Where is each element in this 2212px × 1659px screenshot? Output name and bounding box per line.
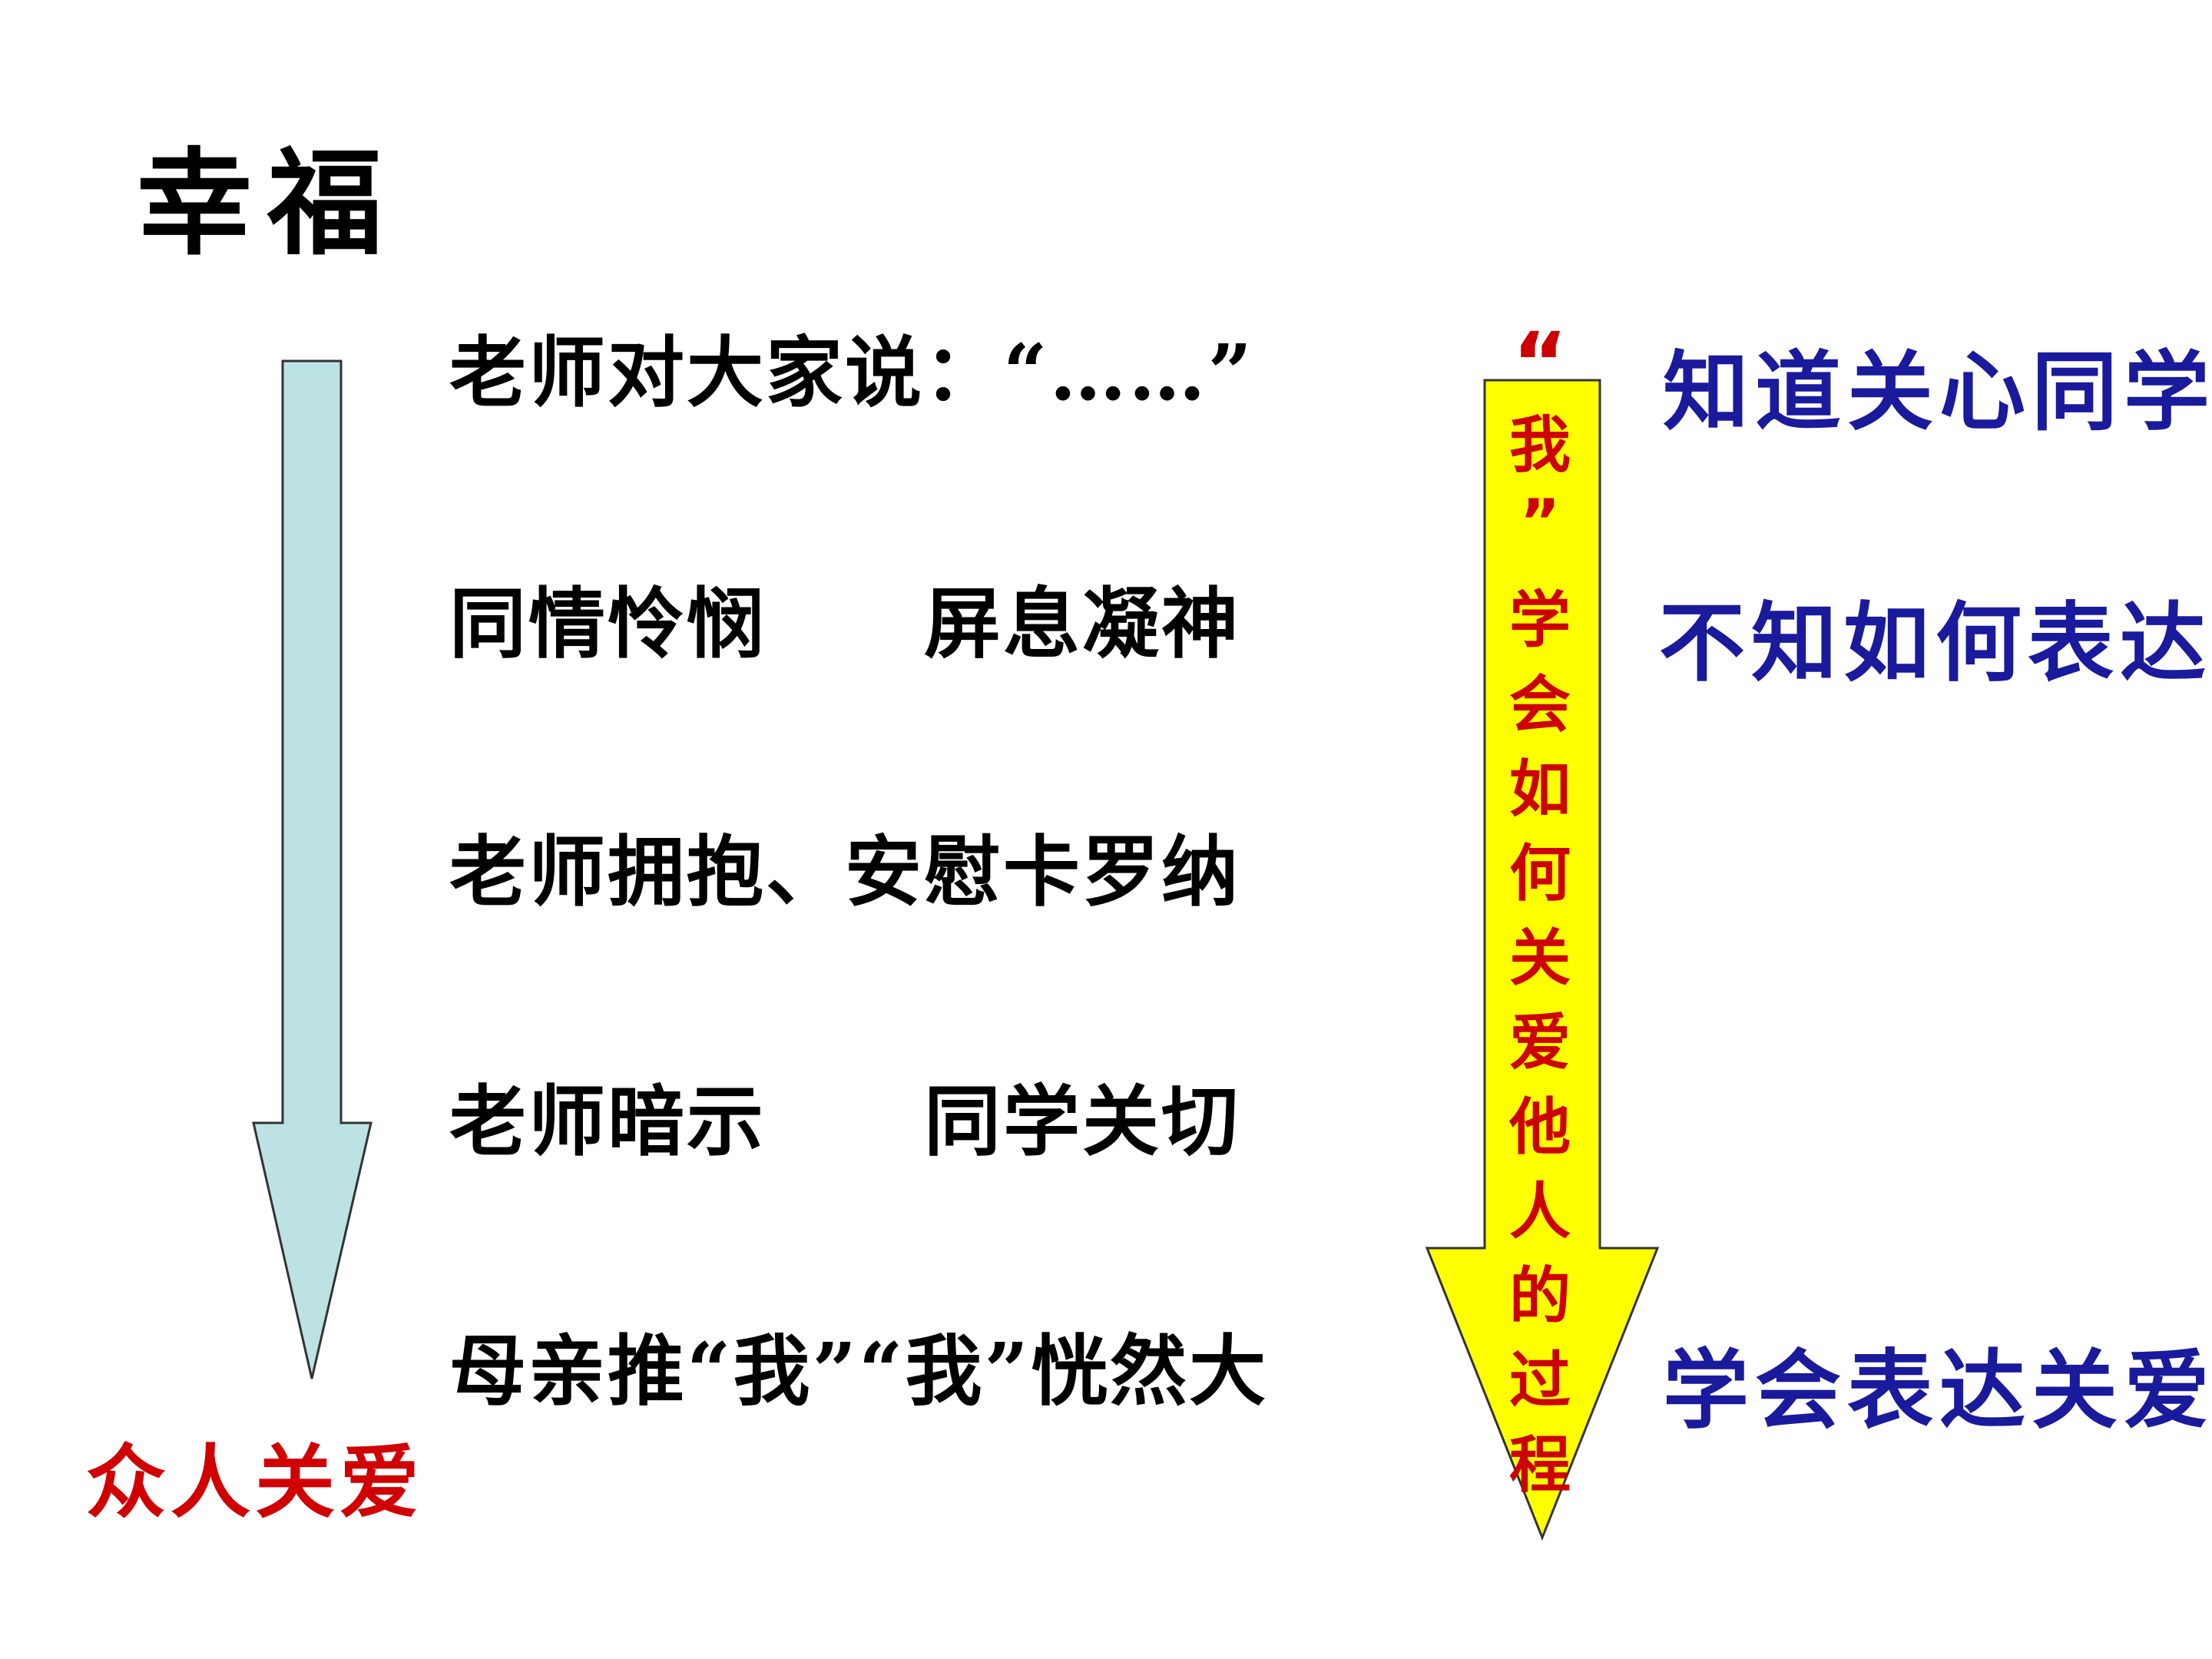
vertical-open-quote: “ bbox=[1512, 314, 1568, 412]
vertical-char: 关 bbox=[1509, 922, 1571, 994]
narrative-line-4: 老师暗示 同学关切 bbox=[449, 1076, 1240, 1167]
narrative-line-2: 同情怜悯 屏息凝神 bbox=[449, 578, 1240, 669]
vertical-char: 爱 bbox=[1509, 1007, 1571, 1078]
vertical-char: 何 bbox=[1509, 838, 1571, 909]
vertical-char: 会 bbox=[1509, 669, 1571, 740]
vertical-char: ” bbox=[1519, 486, 1561, 558]
right-label-1: 知道关心同学 bbox=[1663, 343, 2212, 442]
vertical-char: 他 bbox=[1509, 1091, 1571, 1163]
right-label-2: 不知如何表达 bbox=[1659, 594, 2212, 694]
narrative-line-3: 老师拥抱、安慰卡罗纳 bbox=[449, 826, 1240, 917]
vertical-char: 的 bbox=[1509, 1260, 1571, 1332]
page-title: 幸福 bbox=[137, 136, 399, 271]
vertical-char: 我 bbox=[1509, 409, 1571, 481]
narrative-line-5: 母亲推“我”“我”恍然大 bbox=[449, 1326, 1269, 1416]
vertical-char: 如 bbox=[1509, 753, 1571, 825]
left-arrow-label: 众人关爱 bbox=[86, 1435, 425, 1529]
vertical-char: 过 bbox=[1509, 1345, 1571, 1416]
narrative-line-1: 老师对大家说：“……” bbox=[449, 327, 1255, 418]
vertical-char: 程 bbox=[1509, 1429, 1571, 1501]
vertical-char: 学 bbox=[1509, 584, 1571, 656]
right-label-3: 学会表达关爱 bbox=[1663, 1341, 2212, 1441]
vertical-char: 人 bbox=[1509, 1176, 1571, 1247]
